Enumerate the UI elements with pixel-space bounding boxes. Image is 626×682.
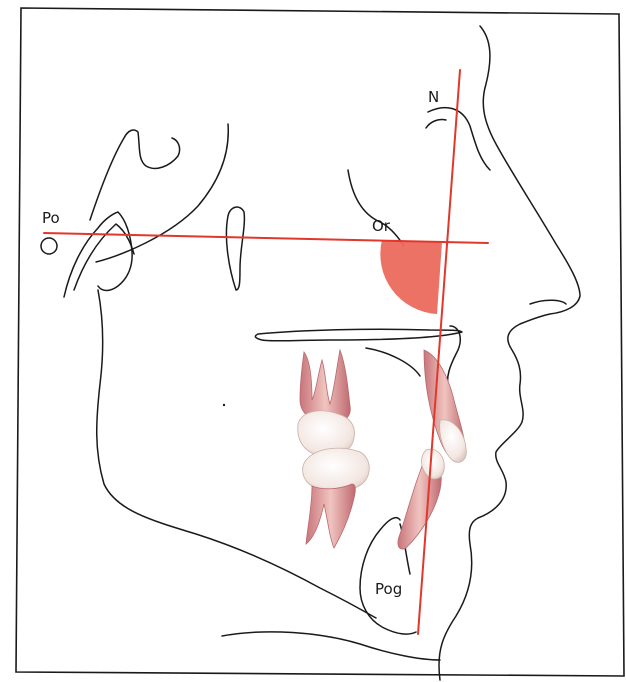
lower-molar-roots	[306, 484, 355, 548]
cranial-arc-right	[96, 124, 228, 262]
orbitale-label: Or	[372, 219, 390, 234]
nasal-contour-line	[530, 300, 566, 304]
maxilla-curve	[366, 348, 420, 376]
condyle-outline	[64, 212, 132, 297]
submental-outline	[222, 632, 440, 660]
pterygoid-outline	[226, 207, 244, 290]
soft-tissue-profile	[426, 26, 580, 680]
facial-angle-sector	[380, 240, 442, 314]
ear-canal-circle	[41, 238, 57, 254]
lower-molar-crown	[303, 448, 370, 492]
upper-incisor-crown	[440, 420, 467, 463]
artifact-dot	[223, 404, 225, 406]
molar-teeth	[298, 350, 370, 548]
palate-outline	[255, 329, 462, 341]
reference-lines	[44, 70, 488, 634]
frankfort-horizontal-line	[44, 233, 488, 243]
nose-bridge-contour	[428, 108, 490, 170]
porion-label: Po	[42, 211, 60, 226]
page-frame	[16, 8, 624, 676]
cranial-arc-left	[90, 130, 180, 220]
forehead-nose-lips-chin	[439, 26, 580, 680]
nasion-point-contour	[426, 119, 446, 128]
pogonion-label: Pog	[375, 582, 402, 597]
nasion-label: N	[428, 90, 439, 105]
